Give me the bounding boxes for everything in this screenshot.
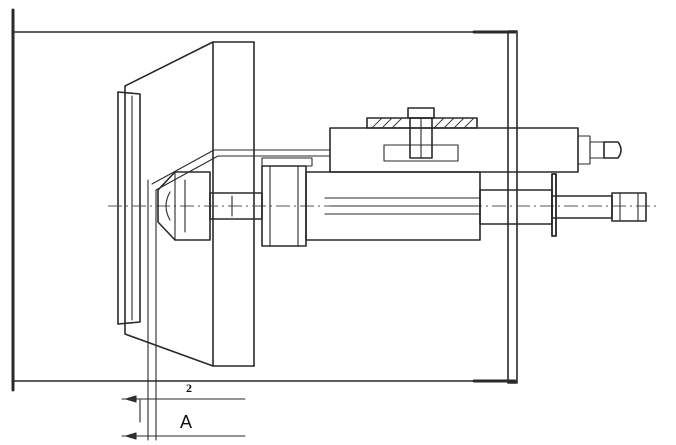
main-cylinder (305, 171, 481, 241)
gap-dimension-label: 2 (186, 381, 192, 395)
upper-actuator (329, 127, 622, 173)
dimension-lines (121, 395, 246, 440)
flange-plate (117, 41, 255, 367)
mounting-plate (507, 30, 518, 384)
coupling-sleeve (261, 157, 313, 247)
vertical-reference-line (147, 179, 157, 441)
probe-wire (151, 149, 331, 191)
top-bracket (366, 107, 478, 159)
housing-outline (13, 30, 517, 383)
right-shaft (479, 173, 647, 237)
distance-dimension-label: A (180, 412, 192, 432)
hex-nut (157, 171, 211, 241)
